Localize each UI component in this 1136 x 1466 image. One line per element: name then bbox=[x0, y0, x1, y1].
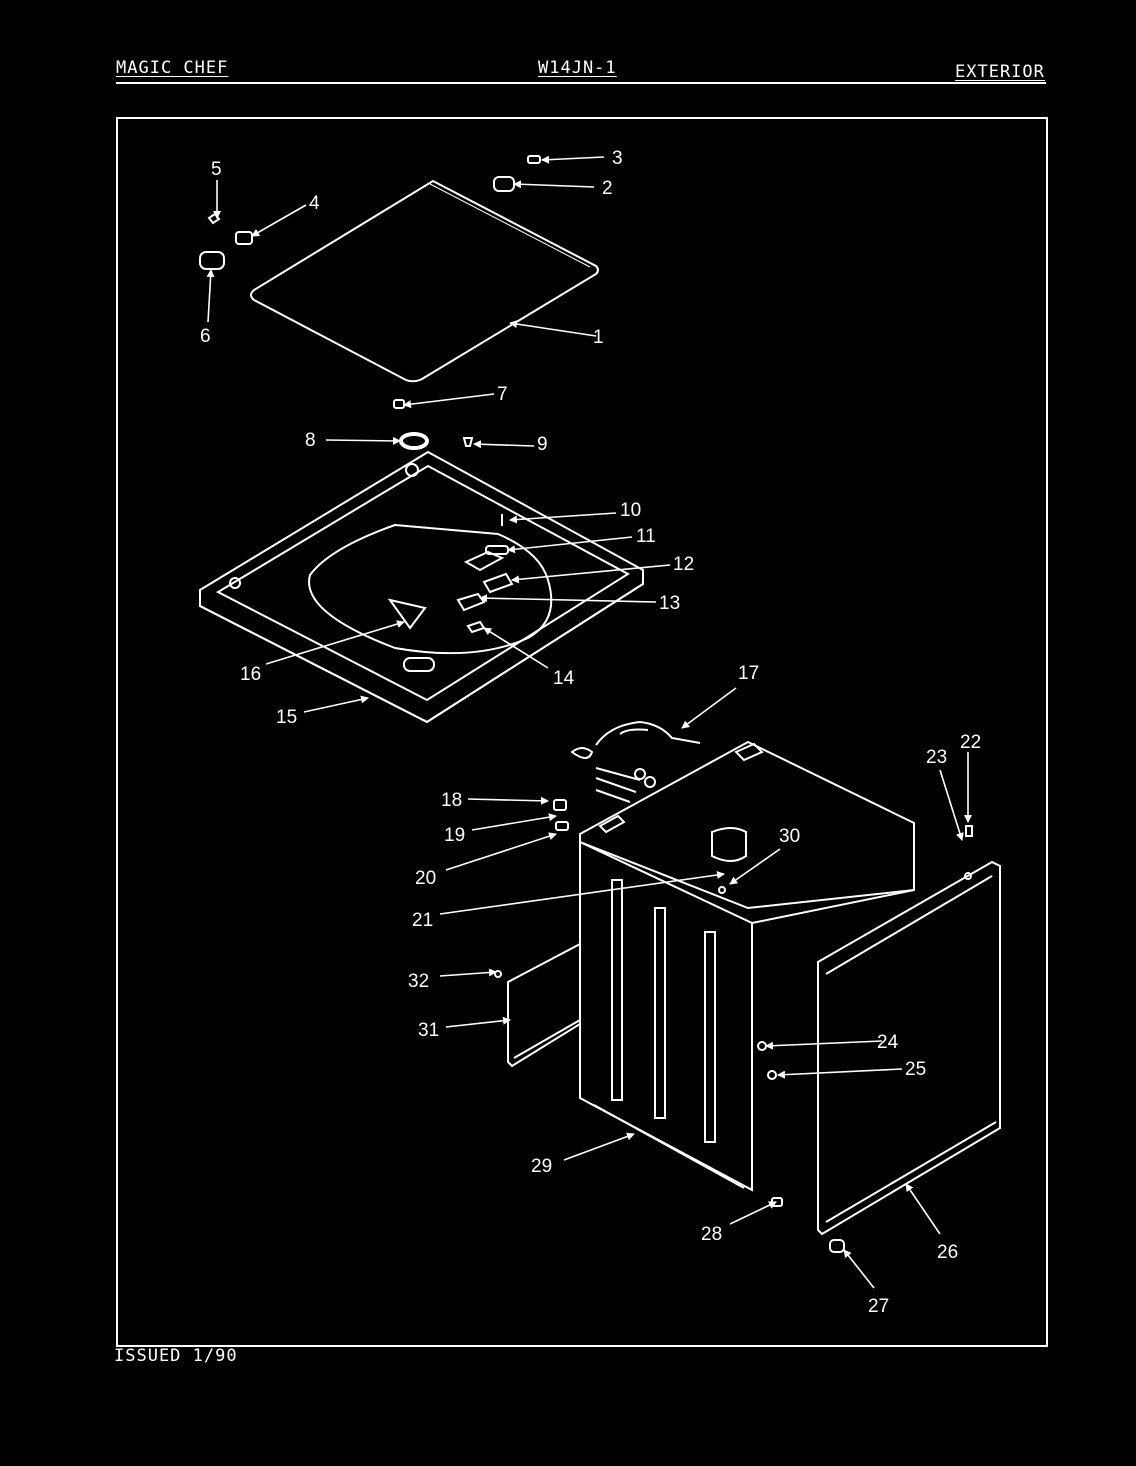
callout-12: 12 bbox=[673, 554, 694, 575]
callout-29: 29 bbox=[531, 1156, 552, 1177]
callout-31: 31 bbox=[418, 1020, 439, 1041]
header-rule bbox=[116, 82, 1046, 84]
brand-label: MAGIC CHEF bbox=[116, 58, 229, 78]
callout-9: 9 bbox=[537, 434, 548, 455]
diagram-frame bbox=[116, 117, 1048, 1347]
cabinet bbox=[579, 740, 915, 1192]
callout-7: 7 bbox=[497, 384, 508, 405]
callout-17: 17 bbox=[738, 663, 759, 684]
callout-6: 6 bbox=[200, 326, 211, 347]
callout-5: 5 bbox=[211, 159, 222, 180]
callout-18: 18 bbox=[441, 790, 462, 811]
hose-assembly bbox=[570, 720, 701, 803]
callout-2: 2 bbox=[602, 178, 613, 199]
callout-26: 26 bbox=[937, 1242, 958, 1263]
callout-25: 25 bbox=[905, 1059, 926, 1080]
callout-3: 3 bbox=[612, 148, 623, 169]
ring-seal bbox=[399, 432, 429, 450]
callout-13: 13 bbox=[659, 593, 680, 614]
callout-11: 11 bbox=[636, 526, 656, 547]
callout-32: 32 bbox=[408, 971, 429, 992]
callout-21: 21 bbox=[412, 910, 433, 931]
lid-hardware bbox=[199, 155, 541, 447]
callout-30: 30 bbox=[779, 826, 800, 847]
lid-edge bbox=[429, 183, 591, 268]
callout-23: 23 bbox=[926, 747, 947, 768]
callout-14: 14 bbox=[553, 668, 575, 689]
callout-24: 24 bbox=[877, 1032, 899, 1053]
callout-19: 19 bbox=[444, 825, 465, 846]
leader-lines bbox=[206, 155, 972, 1289]
section-label: EXTERIOR bbox=[955, 62, 1045, 82]
small-panel bbox=[507, 942, 581, 1068]
lid-panel bbox=[250, 179, 599, 383]
callout-28: 28 bbox=[701, 1224, 722, 1245]
callout-22: 22 bbox=[960, 732, 981, 753]
callout-numbers: 1 2 3 4 5 6 7 8 9 10 11 12 13 14 15 16 1… bbox=[200, 148, 981, 1317]
callout-15: 15 bbox=[276, 707, 297, 728]
side-panel bbox=[817, 860, 1001, 1253]
callout-4: 4 bbox=[309, 193, 320, 214]
model-label: W14JN-1 bbox=[538, 58, 617, 78]
callout-10: 10 bbox=[620, 500, 641, 521]
callout-27: 27 bbox=[868, 1296, 889, 1317]
issued-date: ISSUED 1/90 bbox=[114, 1346, 238, 1366]
callout-1: 1 bbox=[593, 327, 604, 348]
top-frame bbox=[199, 450, 644, 724]
callout-20: 20 bbox=[415, 868, 436, 889]
callout-16: 16 bbox=[240, 664, 261, 685]
callout-8: 8 bbox=[305, 430, 316, 451]
